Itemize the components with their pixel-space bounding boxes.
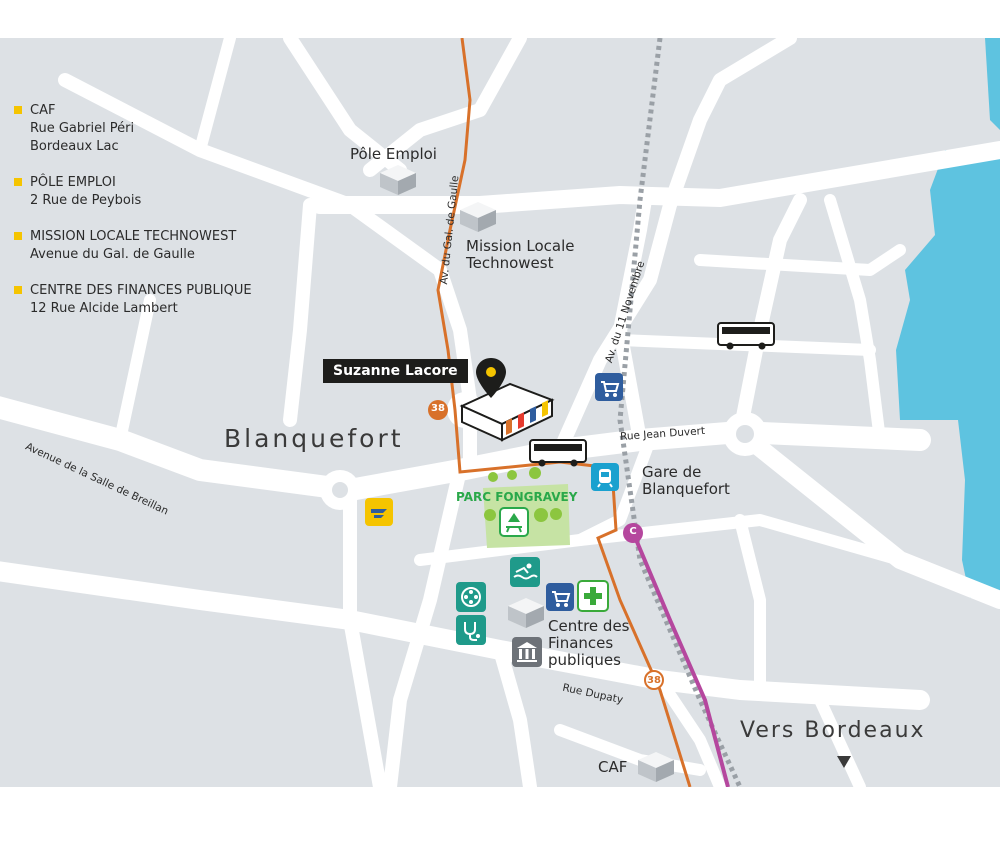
road [694, 244, 906, 276]
tree-icon [484, 467, 562, 522]
building-icon [638, 752, 674, 782]
legend-line: Avenue du Gal. de Gaulle [30, 247, 195, 262]
road [363, 38, 527, 177]
legend-bullet [14, 232, 22, 240]
legend-line: Rue Gabriel Péri [30, 121, 135, 136]
legend-item-mission-locale: MISSION LOCALE TECHNOWEST Avenue du Gal.… [14, 228, 252, 264]
legend-title: CENTRE DES FINANCES PUBLIQUE [30, 283, 252, 298]
map-base [0, 38, 1000, 787]
place-label-line: Technowest [466, 254, 554, 272]
legend-bullet [14, 286, 22, 294]
picnic-park-icon [499, 507, 529, 537]
cinema-icon [456, 582, 486, 612]
roundabout [736, 425, 754, 443]
road [734, 514, 766, 696]
legend-title: PÔLE EMPLOI [30, 175, 116, 190]
place-label-line: Blanquefort [642, 480, 730, 498]
road [731, 423, 1000, 609]
bus-icon [717, 322, 775, 350]
legend-item-pole-emploi: PÔLE EMPLOI 2 Rue de Peybois [14, 174, 252, 210]
legend-line: Bordeaux Lac [30, 139, 119, 154]
road [733, 193, 807, 439]
doctor-icon [456, 615, 486, 645]
building-icon [460, 202, 496, 232]
place-label-line: publiques [548, 651, 621, 669]
railway [617, 38, 743, 787]
place-label-mission-locale: Mission Locale Technowest [466, 238, 574, 272]
bus-line-38-badge: 38 [428, 400, 448, 420]
legend-line: 2 Rue de Peybois [30, 193, 142, 208]
place-label-line: Mission Locale [466, 237, 575, 255]
town-label: Blanquefort [224, 424, 404, 453]
road [383, 463, 467, 787]
building-icon [508, 598, 544, 628]
road [283, 198, 317, 427]
place-label-line: Centre des [548, 617, 630, 635]
road [414, 514, 906, 566]
school-building-icon [459, 382, 555, 442]
building-icon [380, 165, 416, 195]
road [311, 141, 1000, 214]
road [493, 643, 537, 787]
bus-route-38 [436, 38, 692, 787]
water-area [896, 150, 1000, 598]
map-canvas[interactable]: 38 38 C Suzanne Lacore Blanquefort Vers … [0, 38, 1000, 787]
legend-item-caf: CAF Rue Gabriel Péri Bordeaux Lac [14, 102, 252, 156]
destination-label: Vers Bordeaux [740, 718, 926, 743]
place-label-line: Finances [548, 634, 614, 652]
legend-title: MISSION LOCALE TECHNOWEST [30, 229, 237, 244]
legend-line: 12 Rue Alcide Lambert [30, 301, 178, 316]
place-label-finances: Centre des Finances publiques [548, 618, 630, 669]
supermarket-icon [546, 583, 574, 611]
bus-icon [529, 439, 587, 467]
road [814, 694, 866, 787]
train-station-icon [591, 463, 619, 491]
arrow-down-icon [837, 756, 851, 768]
tram-line-c [630, 529, 730, 787]
pharmacy-icon [577, 580, 609, 612]
road [613, 193, 652, 447]
road [553, 38, 797, 457]
legend-item-finances: CENTRE DES FINANCES PUBLIQUE 12 Rue Alci… [14, 282, 252, 318]
tram-line-c-badge: C [623, 523, 643, 543]
location-marker-icon [476, 358, 506, 398]
legend-bullet [14, 106, 22, 114]
road [343, 483, 387, 787]
road [194, 38, 236, 156]
park-label: PARC FONGRAVEY [456, 490, 578, 504]
public-building-icon [512, 637, 542, 667]
bus-line-38-badge: 38 [644, 670, 664, 690]
address-legend: CAF Rue Gabriel Péri Bordeaux Lac PÔLE E… [14, 102, 252, 336]
post-office-icon [365, 498, 393, 526]
place-label-pole-emploi: Pôle Emploi [350, 145, 437, 163]
legend-bullet [14, 178, 22, 186]
water-area [985, 38, 1000, 130]
place-label-gare: Gare de Blanquefort [642, 464, 730, 498]
legend-title: CAF [30, 103, 56, 118]
roundabout [332, 482, 348, 498]
swimming-pool-icon [510, 557, 540, 587]
supermarket-icon [595, 373, 623, 401]
road [654, 674, 726, 787]
place-label-line: Gare de [642, 463, 702, 481]
highlight-location-label: Suzanne Lacore [323, 359, 468, 383]
road [824, 194, 886, 446]
road [114, 294, 156, 446]
place-label-caf: CAF [598, 758, 628, 776]
